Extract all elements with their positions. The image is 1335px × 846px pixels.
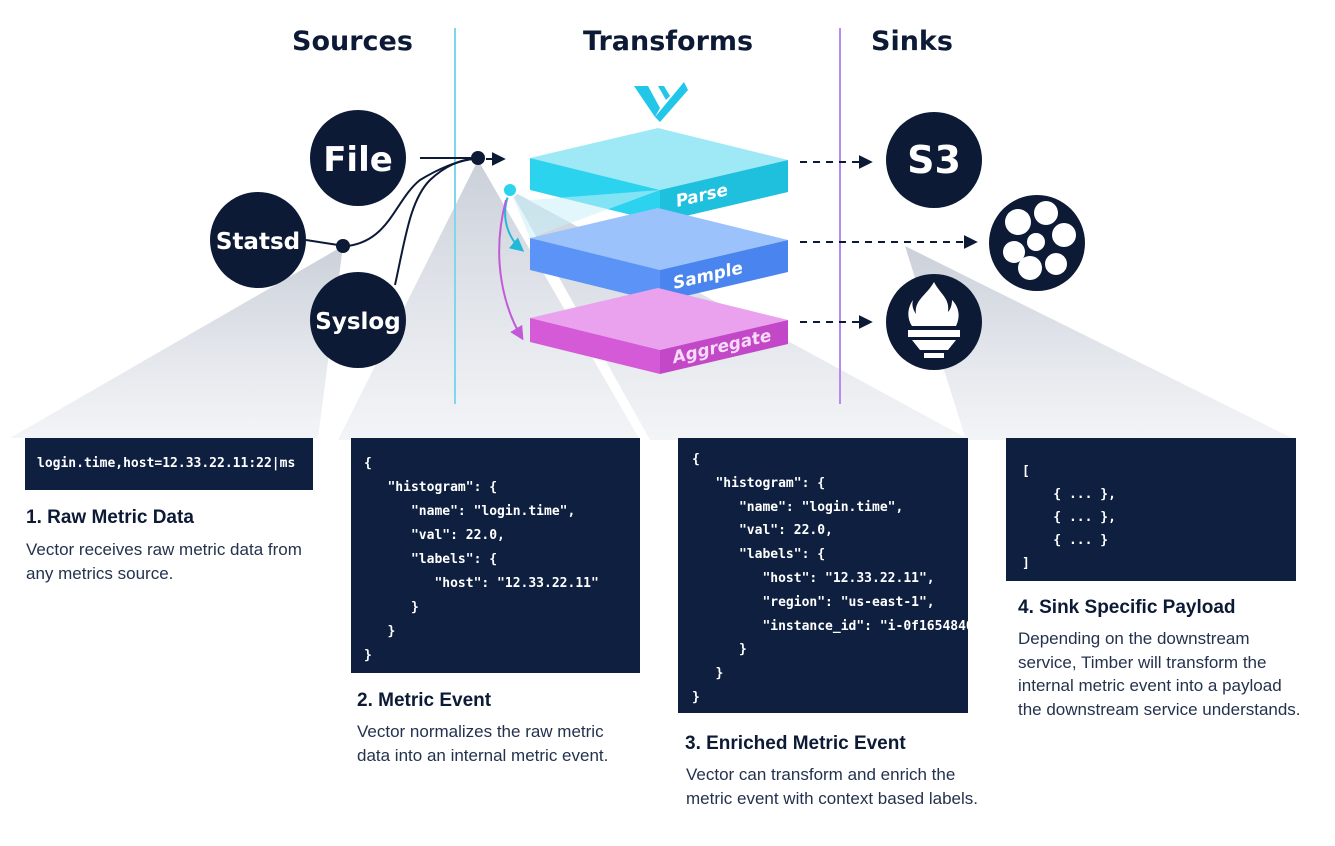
cone-metric-event — [338, 160, 640, 440]
enrich-beam — [510, 190, 660, 238]
file-label: File — [323, 140, 393, 180]
step-2-description: Vector normalizes the raw metric data in… — [357, 722, 609, 765]
aggregate-transform-block — [530, 288, 788, 374]
step-2-title: 2. Metric Event — [357, 690, 492, 711]
raw-metric-code: login.time,host=12.33.22.11:22|ms — [37, 456, 296, 471]
metric-event-code-box: { "histogram": { "name": "login.time", "… — [351, 438, 640, 673]
file-source-icon — [310, 110, 406, 206]
prometheus-sink-icon — [886, 274, 982, 370]
cone-raw-data — [10, 246, 343, 438]
cluster-sink-icon — [989, 195, 1085, 291]
enriched-event-code: { "histogram": { "name": "login.time", "… — [692, 452, 982, 705]
s3-label: S3 — [907, 138, 961, 182]
syslog-source-icon — [310, 272, 406, 368]
parse-transform-block — [530, 128, 788, 222]
transforms-heading: Transforms — [583, 26, 754, 57]
cone-sink-payload — [905, 246, 1296, 440]
step-1-title: 1. Raw Metric Data — [26, 507, 194, 528]
s3-sink-icon — [886, 112, 982, 208]
step-1-description: Vector receives raw metric data from any… — [26, 540, 302, 583]
sinks-heading: Sinks — [871, 26, 953, 57]
step-4-description: Depending on the downstream service, Tim… — [1018, 629, 1301, 719]
step-4-title: 4. Sink Specific Payload — [1018, 597, 1236, 618]
step-3-title: 3. Enriched Metric Event — [685, 733, 906, 754]
sink-connectors — [800, 155, 978, 329]
raw-metric-code-box: login.time,host=12.33.22.11:22|ms — [25, 438, 313, 490]
statsd-node — [336, 239, 350, 253]
statsd-source-icon — [210, 192, 306, 288]
vector-logo-icon — [634, 82, 688, 122]
sources-heading: Sources — [292, 26, 413, 57]
sink-payload-code-box: [ { ... }, { ... }, { ... } ] — [1006, 438, 1296, 581]
statsd-label: Statsd — [216, 229, 300, 255]
step-3-description: Vector can transform and enrich the metr… — [686, 765, 978, 808]
merge-node — [471, 151, 485, 165]
metric-event-code: { "histogram": { "name": "login.time", "… — [364, 456, 599, 663]
enrich-node — [502, 182, 518, 198]
source-connectors — [305, 152, 506, 286]
flow-arrow-aggregate — [498, 199, 524, 341]
sample-transform-block — [530, 208, 788, 302]
syslog-label: Syslog — [315, 309, 400, 335]
enriched-event-code-box: { "histogram": { "name": "login.time", "… — [678, 438, 982, 713]
sink-payload-code: [ { ... }, { ... }, { ... } ] — [1022, 464, 1116, 571]
